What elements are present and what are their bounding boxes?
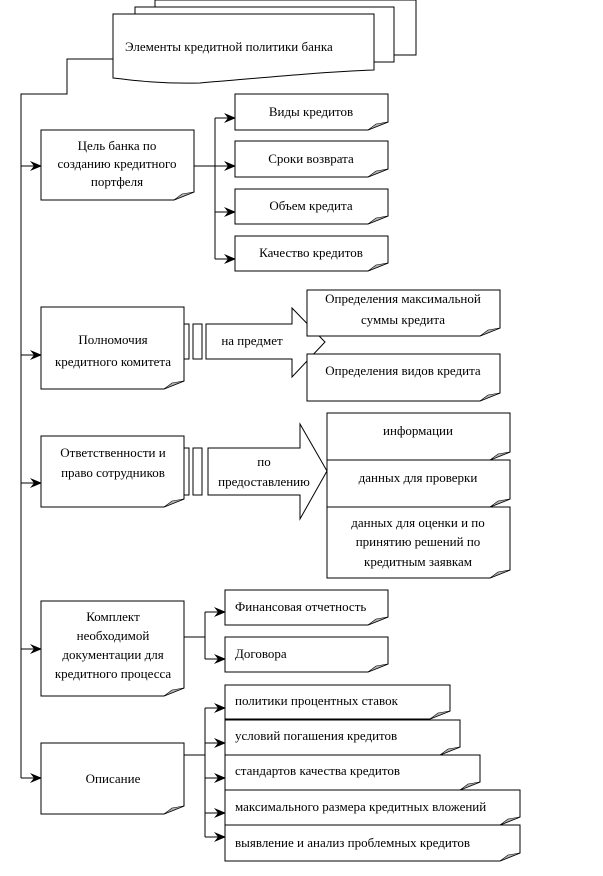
page-curl	[367, 616, 389, 626]
node-label: Комплект	[86, 609, 140, 624]
page-curl	[367, 168, 389, 178]
connector-bar	[183, 447, 190, 496]
item-box	[326, 459, 511, 508]
page-curl	[367, 121, 389, 131]
node-committee-powers	[40, 306, 185, 390]
item-box	[224, 789, 521, 826]
item-box	[306, 289, 501, 337]
node-portfolio-goal	[40, 129, 195, 201]
page-curl	[489, 569, 511, 579]
connector	[184, 708, 206, 837]
item-label: данных для оценки и по	[351, 515, 485, 530]
page-curl	[439, 746, 461, 756]
item-label: суммы кредита	[361, 312, 445, 327]
title-node: Элементы кредитной политики банка	[112, 0, 417, 84]
item-label: кредитным заявкам	[364, 554, 472, 569]
item-label: условий погашения кредитов	[235, 728, 397, 743]
page-curl	[163, 687, 185, 697]
item-label: Финансовая отчетность	[235, 599, 366, 614]
node-documentation	[40, 600, 185, 697]
node-label: кредитного комитета	[55, 354, 171, 369]
item-label: Определения максимальной	[325, 291, 481, 306]
node-label: портфеля	[91, 174, 143, 189]
item-label: Определения видов кредита	[325, 363, 481, 378]
node-label: Полномочия	[78, 332, 147, 347]
node-label: право сотрудников	[61, 465, 165, 480]
connector-label: предоставлению	[218, 474, 310, 489]
trunk-connector	[20, 58, 113, 778]
page-curl	[429, 710, 451, 720]
node-label: Цель банка по	[78, 138, 157, 153]
item-label: данных для проверки	[359, 470, 478, 485]
node-label: необходимой	[77, 628, 150, 643]
page-curl	[163, 380, 185, 390]
connector-bar	[192, 323, 203, 360]
item-label: Договора	[235, 646, 287, 661]
item-box	[224, 589, 389, 626]
page-curl	[479, 327, 501, 337]
title-text: Элементы кредитной политики банка	[125, 39, 333, 54]
item-label: информации	[383, 423, 453, 438]
item-label: максимального размера кредитных вложений	[235, 799, 486, 814]
item-label: принятию решений по	[356, 534, 481, 549]
node-description	[40, 742, 185, 815]
page-curl	[367, 262, 389, 272]
item-box	[224, 684, 451, 720]
node-label: документации для	[62, 647, 163, 662]
connector-bar	[192, 447, 203, 496]
connector	[184, 612, 206, 659]
page-curl	[459, 781, 481, 791]
block-arrow	[207, 422, 328, 521]
item-box	[306, 353, 501, 402]
item-box	[224, 636, 389, 673]
page-curl	[489, 451, 511, 461]
node-label: кредитного процесса	[55, 666, 172, 681]
item-box	[234, 140, 389, 178]
node-label: созданию кредитного	[57, 156, 176, 171]
page-curl	[489, 498, 511, 508]
node-staff-responsibility	[40, 435, 185, 508]
page-curl	[499, 816, 521, 826]
item-label: выявление и анализ проблемных кредитов	[235, 835, 470, 850]
item-label: стандартов качества кредитов	[235, 763, 400, 778]
item-label: Виды кредитов	[269, 104, 353, 119]
connector-label: по	[257, 454, 270, 469]
connector-label: на предмет	[221, 333, 283, 348]
item-label: Сроки возврата	[268, 151, 354, 166]
item-box	[224, 824, 521, 862]
page-curl	[479, 392, 501, 402]
page-curl	[499, 852, 521, 862]
item-box	[234, 188, 389, 225]
item-box	[326, 506, 511, 579]
item-label: Качество кредитов	[259, 245, 363, 260]
item-label: политики процентных ставок	[235, 693, 399, 708]
page-curl	[367, 215, 389, 225]
node-label: Ответственности и	[60, 445, 165, 460]
page-curl	[163, 498, 185, 508]
page-curl	[163, 805, 185, 815]
page-curl	[173, 191, 195, 201]
node-label: Описание	[86, 771, 141, 786]
item-label: Объем кредита	[269, 198, 352, 213]
item-box	[234, 93, 389, 131]
item-box	[224, 719, 461, 756]
connector-bar	[183, 323, 190, 360]
item-box	[234, 235, 389, 272]
shape-body	[40, 306, 185, 390]
item-box	[326, 412, 511, 461]
page-curl	[367, 663, 389, 673]
item-box	[224, 754, 481, 791]
connector	[194, 118, 216, 259]
